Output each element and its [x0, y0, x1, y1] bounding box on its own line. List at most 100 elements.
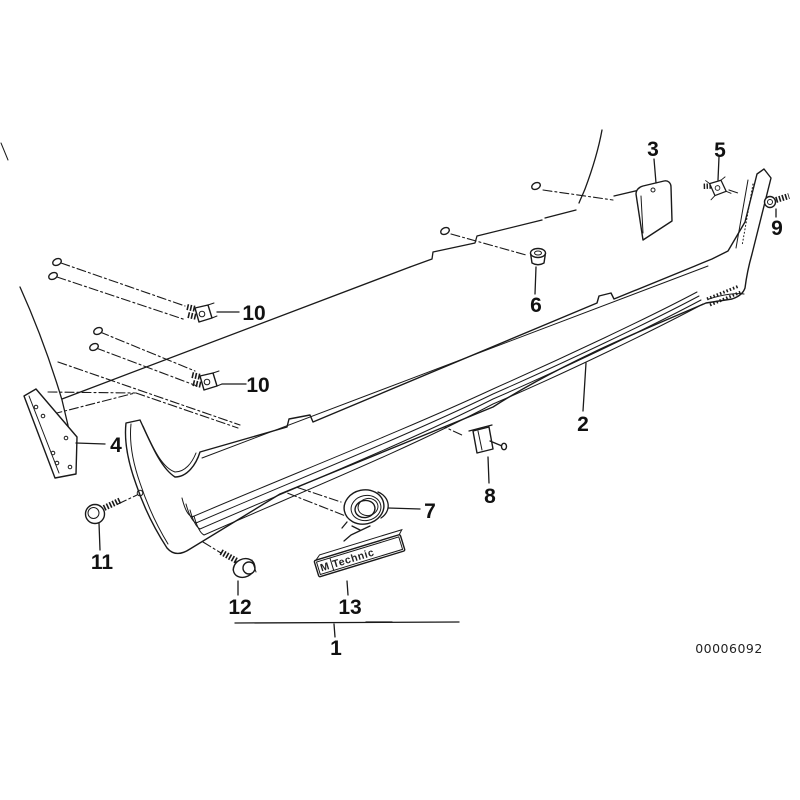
callout-labels: 1 2 3 4 5 6 7 8 9 10 10 11 12 13	[91, 138, 783, 660]
screw-12-hex-lines	[232, 559, 257, 573]
clip-stud	[192, 380, 203, 388]
clip-8-body	[472, 426, 494, 454]
assembly-bracket-line-1	[234, 621, 460, 624]
roll-shade	[377, 491, 389, 519]
projection-line	[280, 481, 342, 503]
projection-line	[99, 331, 196, 372]
bolt-head	[531, 181, 541, 191]
clip-body	[709, 179, 727, 197]
projection-line	[95, 347, 198, 387]
leader-line-2	[582, 362, 587, 412]
skirt-ridge-line	[193, 303, 704, 536]
roll-feet	[341, 521, 361, 531]
clip-body	[199, 372, 218, 391]
projection-line	[271, 486, 367, 525]
clip-body	[194, 304, 213, 323]
skirt-outline	[124, 168, 772, 555]
skirt-top-inner-line	[201, 265, 709, 459]
clip-hole	[198, 310, 206, 318]
plate-4-hole	[50, 450, 56, 456]
projection-line	[60, 262, 186, 307]
callout-11: 11	[91, 551, 114, 574]
screw-11-head	[84, 503, 106, 525]
projection-line	[57, 361, 241, 426]
callout-6: 6	[530, 294, 542, 317]
rocker-notched-line	[409, 219, 543, 268]
rocker-line-segment	[544, 209, 577, 219]
clip-stud	[187, 312, 198, 320]
clip-10-upper	[186, 302, 218, 323]
screw-9-socket	[767, 199, 773, 205]
roll-hole-inner	[357, 497, 379, 517]
callout-leaders	[75, 156, 777, 638]
screw-12	[219, 549, 257, 579]
clip-prongs	[212, 370, 223, 387]
screw-9	[763, 193, 790, 209]
rear-vent-hatch	[709, 290, 742, 307]
bracket-3-hole	[650, 187, 656, 193]
badge-top-face	[315, 528, 403, 561]
projection-line	[135, 392, 239, 429]
callout-10-upper: 10	[242, 302, 265, 325]
projection-line	[52, 392, 136, 415]
bolt-heads	[48, 181, 541, 497]
mounting-plate-4	[23, 388, 78, 479]
callout-5: 5	[714, 139, 726, 162]
rear-cover-bracket-3	[635, 180, 673, 241]
callout-1: 1	[330, 637, 342, 660]
leader-line-13	[346, 580, 349, 596]
plate-4-hole	[63, 435, 69, 441]
clip-8-inner	[477, 430, 483, 451]
skirt-front-inner-curve	[142, 425, 197, 473]
door-outline-curve	[578, 129, 603, 204]
cap-top-inner	[534, 250, 542, 256]
projection-line	[450, 233, 527, 256]
body-edge-fragment	[0, 142, 9, 161]
cap-6	[529, 247, 547, 266]
bolt-head	[440, 226, 450, 236]
plate-4-hole	[54, 460, 60, 466]
leader-line-6	[534, 266, 537, 295]
plate-4-hole	[33, 404, 39, 410]
rear-strip-inner-line	[735, 179, 749, 249]
leader-line-8	[487, 456, 490, 484]
bracket-3-inner-line	[640, 195, 644, 234]
callout-13: 13	[338, 596, 361, 619]
plate-4-inner-line	[28, 395, 60, 474]
projection-line	[117, 494, 138, 505]
rocker-edge-line	[61, 266, 411, 400]
projection-line	[728, 189, 739, 194]
plate-4-hole	[67, 464, 73, 470]
callout-12: 12	[228, 596, 251, 619]
projection-line	[202, 541, 222, 554]
cap-top	[529, 247, 547, 259]
badge-pointer-arrow	[343, 525, 371, 542]
plate-4-outline	[23, 388, 78, 479]
badge-inner-border	[315, 536, 404, 576]
rear-vent-hatch	[706, 284, 740, 301]
callout-3: 3	[647, 138, 659, 161]
screw-11	[84, 497, 123, 525]
badge-outline	[313, 534, 406, 578]
callout-10-lower: 10	[246, 374, 269, 397]
bolt-head	[48, 271, 58, 281]
screw-9-thread	[775, 193, 790, 203]
clip-8-peg-end	[500, 442, 508, 451]
callout-9: 9	[771, 217, 783, 240]
screw-9-head	[763, 195, 777, 209]
tape-roll-7	[341, 489, 389, 531]
clip-hole	[714, 185, 721, 191]
clip-10-lower	[191, 370, 223, 391]
clip-prongs	[207, 302, 218, 319]
mount-hole	[136, 489, 144, 497]
car-body-outline	[0, 129, 662, 450]
m-technic-badge-13: M Technic	[313, 528, 406, 578]
projection-line	[542, 189, 614, 201]
screw-11-socket	[87, 507, 100, 519]
plate-4-hole	[40, 413, 46, 419]
rear-strip-dotted-line	[741, 183, 754, 247]
clip-8-peg	[489, 440, 503, 447]
projection-line	[47, 391, 136, 394]
callout-8: 8	[484, 485, 496, 508]
